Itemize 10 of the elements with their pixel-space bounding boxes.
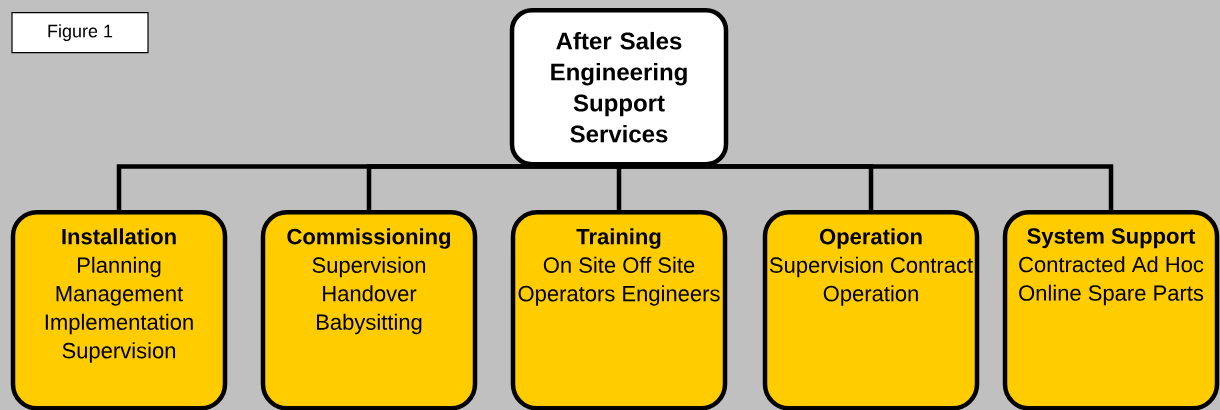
service-box: Training On Site Off Site Operators Engineers <box>510 210 728 410</box>
connector-line <box>366 164 619 210</box>
connector-line <box>619 164 1114 210</box>
connector-line <box>616 166 622 210</box>
service-box: System Support Contracted Ad Hoc Online Spare Parts <box>1002 210 1220 410</box>
figure-label: Figure 1 <box>11 12 149 54</box>
service-box: Commissioning Supervision Handover Babysitting <box>260 210 478 410</box>
root-box: After Sales Engineering Support Services <box>509 8 729 167</box>
service-box: Operation Supervision Contract Operation <box>762 210 980 410</box>
service-box: Installation Planning Management Implementation Supervision <box>10 210 228 410</box>
